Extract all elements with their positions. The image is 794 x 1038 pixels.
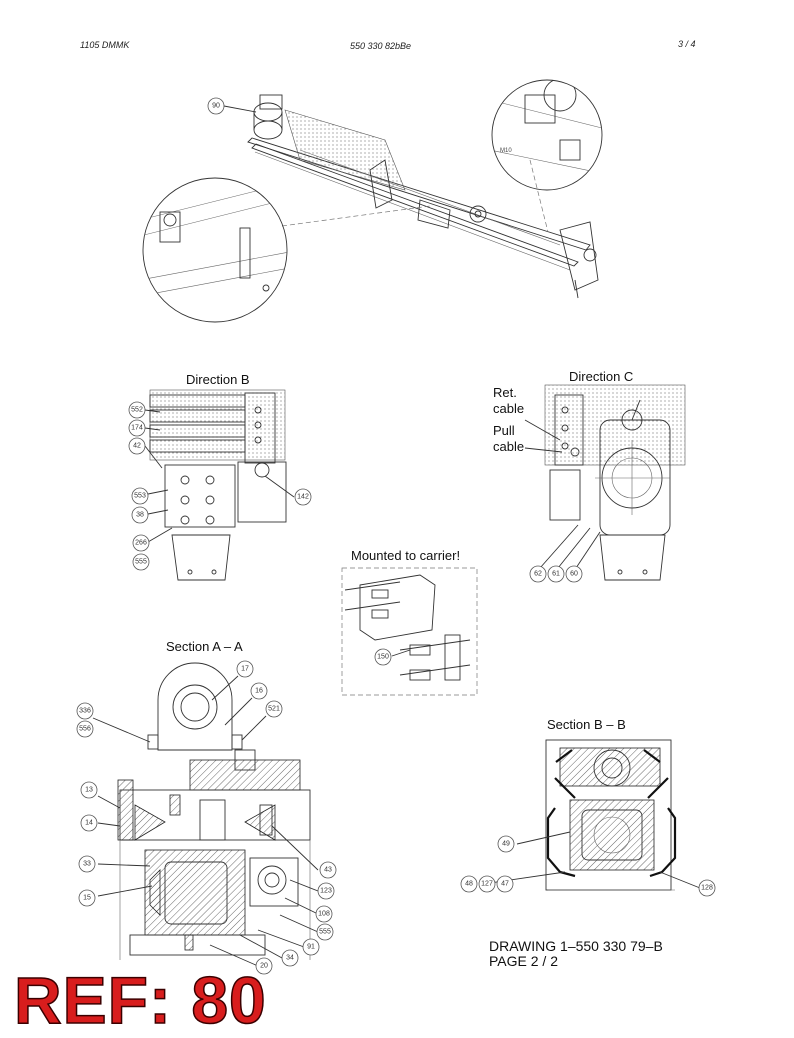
svg-text:14: 14 bbox=[85, 820, 93, 827]
callout-266: 266 bbox=[132, 534, 150, 552]
callout-42: 42 bbox=[128, 437, 146, 455]
svg-text:38: 38 bbox=[136, 512, 144, 519]
callout-336: 336 bbox=[76, 702, 94, 720]
callout-108: 108 bbox=[315, 905, 333, 923]
svg-text:13: 13 bbox=[85, 787, 93, 794]
callout-43: 43 bbox=[319, 861, 337, 879]
drawing-page: PAGE 2 / 2 bbox=[489, 953, 558, 969]
svg-text:556: 556 bbox=[79, 726, 91, 733]
svg-text:47: 47 bbox=[501, 881, 509, 888]
svg-text:16: 16 bbox=[255, 688, 263, 695]
callout-555b: 555 bbox=[316, 923, 334, 941]
label-direction-c: Direction C bbox=[569, 369, 634, 384]
svg-text:42: 42 bbox=[133, 443, 141, 450]
callout-bubbles: 90 552 174 42 553 38 266 555 142 62 61 6… bbox=[76, 97, 716, 975]
svg-text:552: 552 bbox=[131, 407, 143, 414]
callout-20: 20 bbox=[255, 957, 273, 975]
callout-555: 555 bbox=[132, 553, 150, 571]
callout-48: 48 bbox=[460, 875, 478, 893]
callout-33: 33 bbox=[78, 855, 96, 873]
callout-47: 47 bbox=[496, 875, 514, 893]
svg-text:266: 266 bbox=[135, 540, 147, 547]
svg-text:90: 90 bbox=[212, 103, 220, 110]
svg-text:49: 49 bbox=[502, 841, 510, 848]
callout-38: 38 bbox=[131, 506, 149, 524]
callout-552: 552 bbox=[128, 401, 146, 419]
callout-16: 16 bbox=[250, 682, 268, 700]
label-ret-cable: Ret. cable bbox=[493, 385, 525, 416]
svg-text:555: 555 bbox=[135, 559, 147, 566]
callout-15: 15 bbox=[78, 889, 96, 907]
reference-stamp: REF: 80 bbox=[13, 962, 267, 1038]
callout-521: 521 bbox=[265, 700, 283, 718]
svg-text:43: 43 bbox=[324, 867, 332, 874]
callout-553: 553 bbox=[131, 487, 149, 505]
svg-text:108: 108 bbox=[318, 911, 330, 918]
label-section-bb: Section B – B bbox=[547, 717, 626, 732]
svg-text:553: 553 bbox=[134, 493, 146, 500]
callout-90: 90 bbox=[207, 97, 225, 115]
callout-91: 91 bbox=[302, 938, 320, 956]
svg-text:123: 123 bbox=[320, 888, 332, 895]
section-aa-view bbox=[92, 662, 319, 967]
callout-128: 128 bbox=[698, 879, 716, 897]
callout-60: 60 bbox=[565, 565, 583, 583]
svg-text:142: 142 bbox=[297, 494, 309, 501]
label-pull-cable: Pull cable bbox=[493, 423, 525, 454]
svg-text:34: 34 bbox=[286, 955, 294, 962]
svg-text:17: 17 bbox=[241, 666, 249, 673]
svg-text:174: 174 bbox=[131, 425, 143, 432]
detail-circle-left bbox=[142, 177, 288, 323]
callout-556: 556 bbox=[76, 720, 94, 738]
callout-34: 34 bbox=[281, 949, 299, 967]
svg-text:M10: M10 bbox=[500, 148, 512, 154]
section-bb-view bbox=[482, 739, 701, 891]
callout-49: 49 bbox=[497, 835, 515, 853]
callout-62: 62 bbox=[529, 565, 547, 583]
isometric-assembly bbox=[223, 94, 599, 299]
svg-text:20: 20 bbox=[260, 963, 268, 970]
direction-c-view bbox=[524, 384, 686, 581]
callout-17: 17 bbox=[236, 660, 254, 678]
svg-text:61: 61 bbox=[552, 571, 560, 578]
svg-text:555: 555 bbox=[319, 929, 331, 936]
callout-13: 13 bbox=[80, 781, 98, 799]
svg-text:60: 60 bbox=[570, 571, 578, 578]
callout-61: 61 bbox=[547, 565, 565, 583]
label-mounted-to-carrier: Mounted to carrier! bbox=[351, 548, 461, 563]
svg-text:62: 62 bbox=[534, 571, 542, 578]
mounted-inset bbox=[341, 567, 478, 696]
drawing-number: DRAWING 1–550 330 79–B bbox=[489, 938, 663, 954]
header-doc-code: 1105 DMMK bbox=[80, 40, 130, 50]
svg-text:127: 127 bbox=[481, 881, 493, 888]
callout-174: 174 bbox=[128, 419, 146, 437]
header-part-number: 550 330 82bBe bbox=[350, 41, 412, 51]
svg-text:15: 15 bbox=[83, 895, 91, 902]
svg-text:33: 33 bbox=[83, 861, 91, 868]
callout-123: 123 bbox=[317, 882, 335, 900]
callout-142: 142 bbox=[294, 488, 312, 506]
callout-150: 150 bbox=[374, 648, 392, 666]
svg-text:336: 336 bbox=[79, 708, 91, 715]
direction-b-view bbox=[144, 389, 295, 581]
svg-text:48: 48 bbox=[465, 881, 473, 888]
svg-text:128: 128 bbox=[701, 885, 713, 892]
svg-text:150: 150 bbox=[377, 654, 389, 661]
header-page-counter: 3 / 4 bbox=[678, 39, 696, 49]
detail-circle-right: M10 bbox=[491, 79, 603, 191]
label-direction-b: Direction B bbox=[186, 372, 250, 387]
callout-14: 14 bbox=[80, 814, 98, 832]
callout-127: 127 bbox=[478, 875, 496, 893]
svg-text:91: 91 bbox=[307, 944, 315, 951]
svg-text:521: 521 bbox=[268, 706, 280, 713]
label-section-aa: Section A – A bbox=[166, 639, 243, 654]
